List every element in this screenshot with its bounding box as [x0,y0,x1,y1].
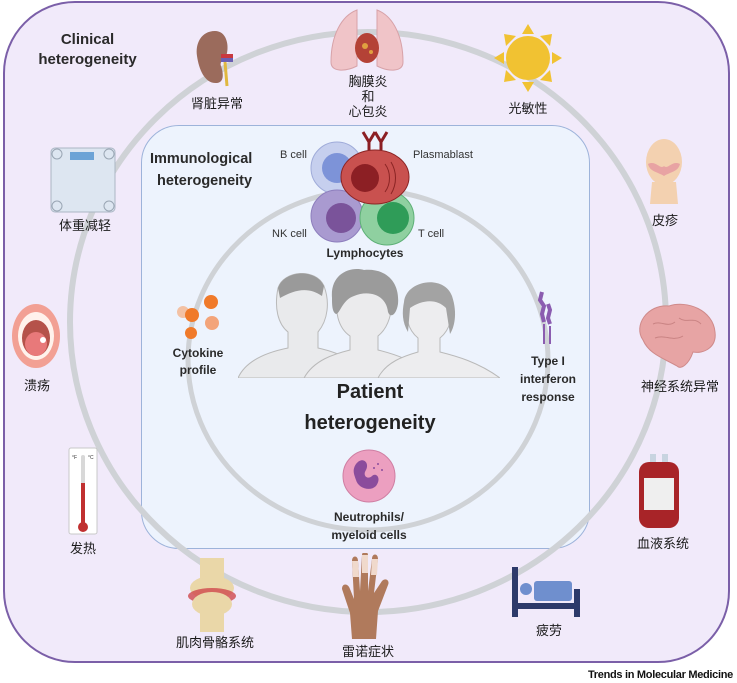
immunological-title: Immunological heterogeneity [150,148,252,192]
journal-footer: Trends in Molecular Medicine [587,669,733,681]
symptom-fever: 发热 [69,542,96,557]
antibody-icon [361,131,389,150]
patient-1-icon [238,273,369,378]
joint-icon [188,558,236,632]
symptom-pleuritis-line2: 和 [361,90,375,105]
hand-raynaud-icon [342,553,389,639]
interferon-receptor-icon [537,291,553,344]
cytokine-label-line2: profile [179,363,217,377]
bed-icon [512,567,580,617]
symptom-pleuritis-line1: 胸膜炎 [348,75,388,90]
interferon-label-line3: response [521,390,575,404]
t-cell-label: T cell [418,228,445,240]
clinical-title-line1: Clinical [60,31,115,48]
cytokine-label-line1: Cytokine [172,346,224,360]
brain-icon [639,303,716,368]
immunological-title-line1: Immunological [150,151,253,167]
symptom-rash: 皮疹 [651,214,678,229]
symptom-hematologic: 血液系统 [636,537,689,552]
neutrophil-label-line1: Neutrophils/ [333,510,404,524]
symptom-kidney: 肾脏异常 [190,97,243,112]
patient-title-line2: heterogeneity [304,412,436,434]
symptom-neuro: 神经系统异常 [640,380,719,395]
symptom-musculoskeletal: 肌肉骨骼系统 [175,636,254,651]
interferon-label-line1: Type I [531,354,565,368]
blood-bag-icon [639,454,679,528]
symptom-fatigue: 疲劳 [535,624,562,639]
thermometer-icon: °F °C [68,447,98,535]
neutrophil-icon [342,449,396,503]
face-rash-icon [646,139,682,204]
nk-cell-label: NK cell [272,228,307,240]
lymphocytes-label: Lymphocytes [326,246,404,260]
b-cell-label: B cell [280,149,307,161]
symptom-raynaud: 雷诺症状 [341,645,394,660]
symptom-photosensitivity: 光敏性 [508,102,548,117]
neutrophil-label: Neutrophils/ myeloid cells [318,508,420,544]
neutrophil-label-line2: myeloid cells [331,528,407,542]
lymphocytes-icon [310,131,415,246]
sun-icon [494,24,562,92]
clinical-title-line2: heterogeneity [38,51,137,68]
symptom-weight-loss: 体重减轻 [58,219,111,234]
cytokine-label: Cytokine profile [163,345,233,379]
patient-title: Patient heterogeneity [290,377,450,439]
clinical-title: Clinical heterogeneity [30,30,145,70]
interferon-label-line2: interferon [519,372,576,386]
kidney-icon [196,31,233,87]
patient-title-line1: Patient [336,381,404,403]
patients-icon [238,269,500,378]
thermometer-c-label: °C [88,455,94,461]
symptom-pleuritis: 胸膜炎 和 心包炎 [330,75,406,120]
lungs-heart-icon [330,9,404,71]
immunological-title-line2: heterogeneity [157,173,253,189]
symptom-pleuritis-line3: 心包炎 [348,105,388,120]
interferon-label: Type I interferon response [510,352,586,406]
symptom-ulcers: 溃疡 [23,379,50,394]
thermometer-f-label: °F [72,455,77,461]
scale-icon [50,147,116,213]
mouth-ulcer-icon [12,304,60,368]
cytokine-icon [177,295,219,339]
plasmablast-label: Plasmablast [413,149,473,161]
